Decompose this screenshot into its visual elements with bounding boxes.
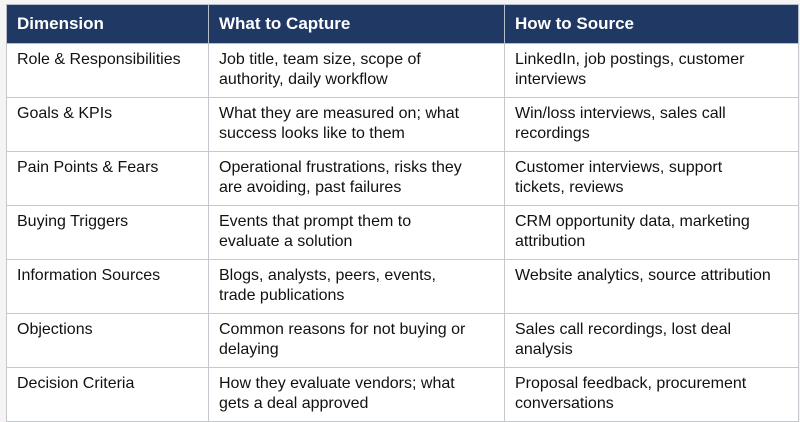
capture-cell: How they evaluate vendors; what gets a de…: [208, 367, 505, 422]
dimension-cell: Pain Points & Fears: [6, 151, 209, 206]
source-line: Proposal feedback, procurement: [515, 375, 747, 392]
dimension-text: Objections: [17, 321, 93, 338]
dimension-text: Role & Responsibilities: [17, 51, 181, 68]
table-row: Role & Responsibilities Job title, team …: [6, 43, 799, 98]
table-row: Buying Triggers Events that prompt them …: [6, 205, 799, 260]
header-what-to-capture: What to Capture: [208, 4, 505, 44]
capture-cell: What they are measured on; what success l…: [208, 97, 505, 152]
capture-cell: Events that prompt them to evaluate a sol…: [208, 205, 505, 260]
capture-line: What they are measured on; what: [219, 105, 460, 122]
dimension-text: Information Sources: [17, 267, 161, 284]
capture-line: Events that prompt them to: [219, 213, 412, 230]
source-line: conversations: [515, 395, 614, 412]
dimension-text: Pain Points & Fears: [17, 159, 159, 176]
dimension-cell: Buying Triggers: [6, 205, 209, 260]
table-row: Objections Common reasons for not buying…: [6, 313, 799, 368]
capture-line: Operational frustrations, risks they: [219, 159, 462, 176]
table-row: Decision Criteria How they evaluate vend…: [6, 367, 799, 422]
capture-line: Common reasons for not buying or: [219, 321, 466, 338]
capture-line: delaying: [219, 341, 279, 358]
capture-cell: Common reasons for not buying or delaying: [208, 313, 505, 368]
source-line: LinkedIn, job postings, customer: [515, 51, 745, 68]
dimension-cell: Objections: [6, 313, 209, 368]
dimension-cell: Role & Responsibilities: [6, 43, 209, 98]
dimension-text: Decision Criteria: [17, 375, 135, 392]
source-line: Customer interviews, support: [515, 159, 723, 176]
dimension-text: Goals & KPIs: [17, 105, 113, 122]
source-cell: Proposal feedback, procurement conversati…: [504, 367, 799, 422]
source-line: recordings: [515, 125, 590, 142]
persona-dimensions-table: Dimension What to Capture How to Source …: [6, 4, 799, 422]
capture-line: Job title, team size, scope of: [219, 51, 421, 68]
capture-line: gets a deal approved: [219, 395, 369, 412]
capture-line: are avoiding, past failures: [219, 179, 402, 196]
table-row: Pain Points & Fears Operational frustrat…: [6, 151, 799, 206]
header-how-to-source: How to Source: [504, 4, 799, 44]
capture-line: success looks like to them: [219, 125, 405, 142]
capture-line: Blogs, analysts, peers, events,: [219, 267, 436, 284]
source-cell: Win/loss interviews, sales call recording…: [504, 97, 799, 152]
persona-table-container: Dimension What to Capture How to Source …: [6, 4, 799, 422]
source-cell: CRM opportunity data, marketing attributi…: [504, 205, 799, 260]
header-dimension: Dimension: [6, 4, 209, 44]
dimension-cell: Decision Criteria: [6, 367, 209, 422]
source-line: Sales call recordings, lost deal: [515, 321, 732, 338]
source-line: CRM opportunity data, marketing: [515, 213, 750, 230]
source-line: tickets, reviews: [515, 179, 624, 196]
source-line: analysis: [515, 341, 573, 358]
capture-line: authority, daily workflow: [219, 71, 388, 88]
table-row: Goals & KPIs What they are measured on; …: [6, 97, 799, 152]
dimension-cell: Goals & KPIs: [6, 97, 209, 152]
table-row: Information Sources Blogs, analysts, pee…: [6, 259, 799, 314]
source-line: attribution: [515, 233, 586, 250]
capture-cell: Blogs, analysts, peers, events, trade pub…: [208, 259, 505, 314]
table-header-row: Dimension What to Capture How to Source: [6, 4, 799, 44]
dimension-cell: Information Sources: [6, 259, 209, 314]
source-cell: Website analytics, source attribution: [504, 259, 799, 314]
source-line: interviews: [515, 71, 587, 88]
capture-line: trade publications: [219, 287, 345, 304]
source-cell: Customer interviews, support tickets, rev…: [504, 151, 799, 206]
dimension-text: Buying Triggers: [17, 213, 129, 230]
source-cell: LinkedIn, job postings, customer intervie…: [504, 43, 799, 98]
source-line: Win/loss interviews, sales call: [515, 105, 726, 122]
source-cell: Sales call recordings, lost deal analysis: [504, 313, 799, 368]
capture-cell: Job title, team size, scope of authority,…: [208, 43, 505, 98]
capture-line: evaluate a solution: [219, 233, 353, 250]
source-line: Website analytics, source attribution: [515, 267, 771, 284]
capture-cell: Operational frustrations, risks they are …: [208, 151, 505, 206]
capture-line: How they evaluate vendors; what: [219, 375, 455, 392]
